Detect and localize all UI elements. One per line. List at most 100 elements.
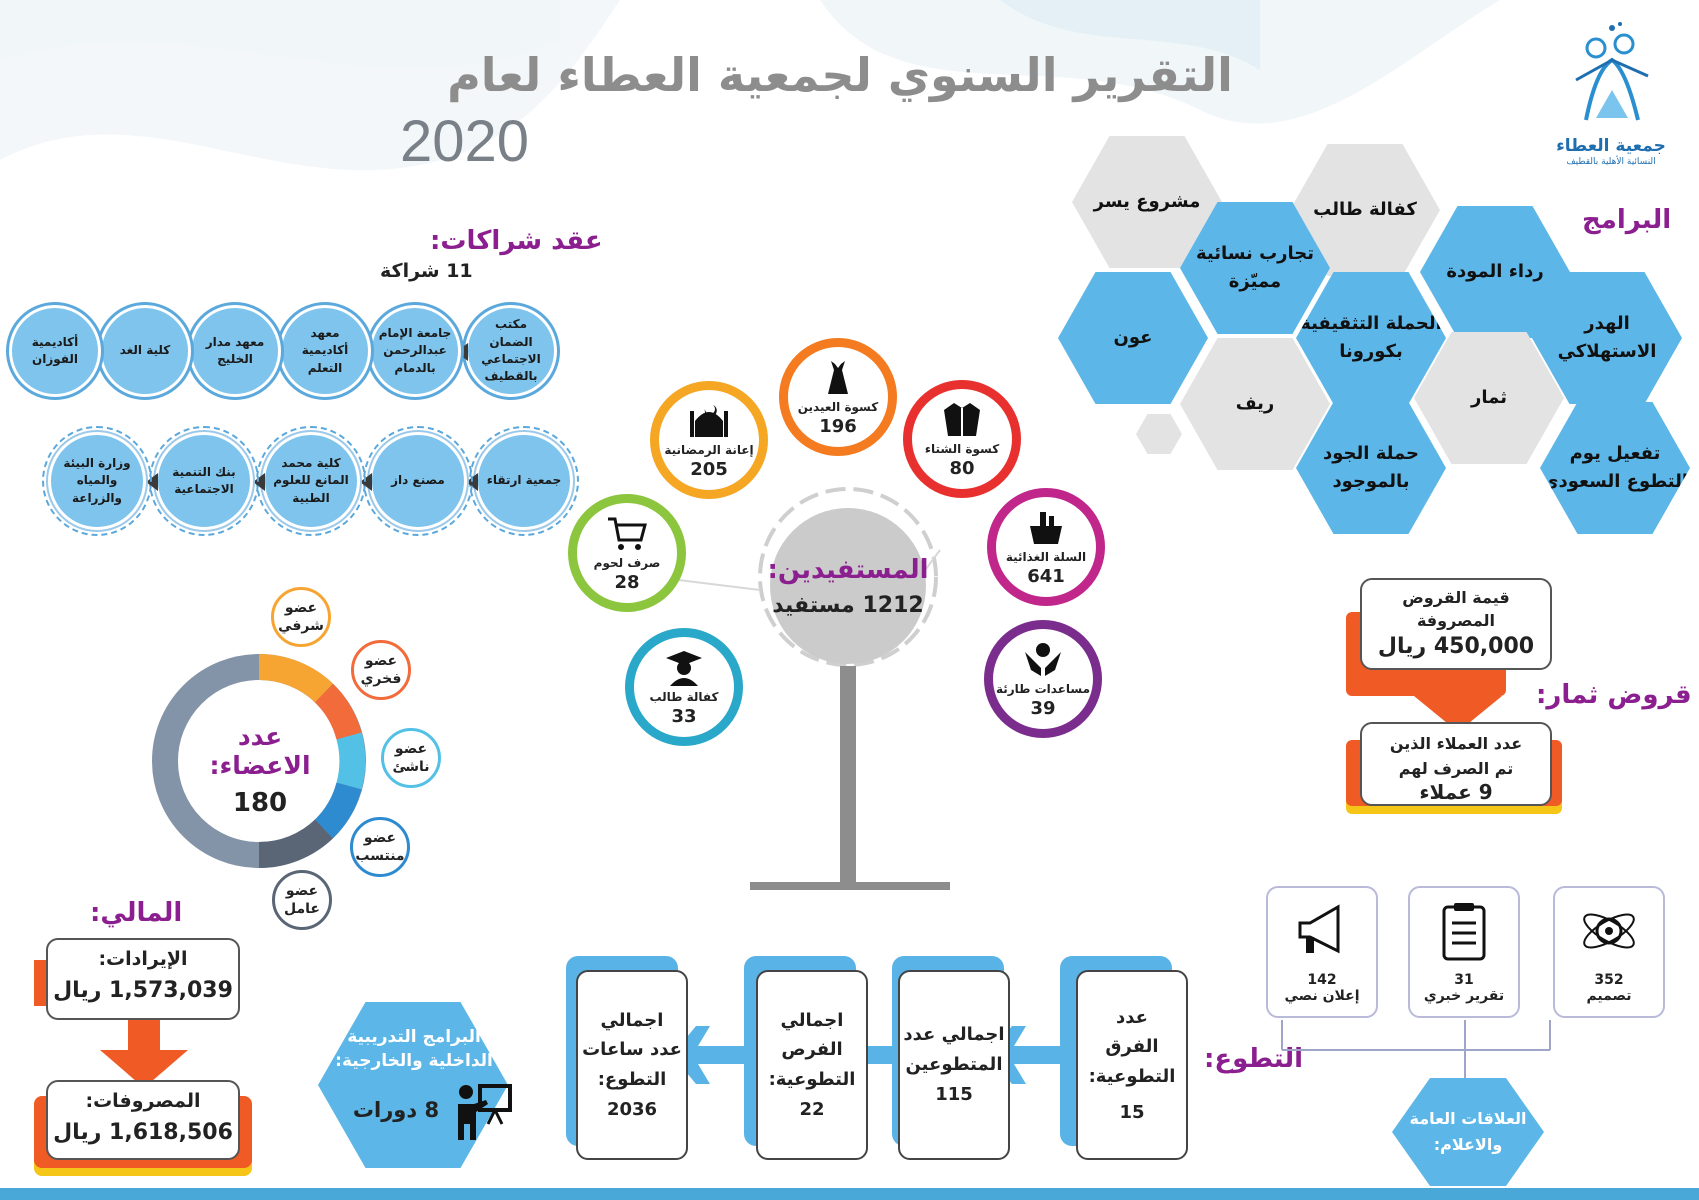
finance-title: المالي: — [90, 898, 183, 928]
revenue-card: الإيرادات: 1,573,039 ريال — [46, 938, 240, 1020]
partner-circle: كلية محمد المانع للعلوم الطبية — [256, 426, 366, 536]
expense-value: 1,618,506 ريال — [53, 1120, 233, 1145]
revenue-label: الإيرادات: — [98, 948, 188, 970]
media-card: 31 تقرير خبري — [1408, 886, 1520, 1018]
dress-icon — [828, 360, 848, 394]
partner-circle: مصنع داز — [363, 426, 473, 536]
arrow-left-icon — [466, 473, 478, 491]
volunteer-label: اجمالي عدد ساعات التطوع: — [582, 1009, 682, 1090]
partnerships-count: 11 شراكة — [380, 260, 473, 282]
partner-circle: وزارة البيئة والمياه والزراعة — [42, 426, 152, 536]
logo-name: جمعية العطاء — [1556, 136, 1666, 156]
graduate-icon — [666, 650, 702, 686]
volunteer-label: اجمالي الفرص التطوعية: — [768, 1009, 856, 1090]
beneficiary-ring: إعانة الرمضانية 205 — [650, 381, 768, 499]
volunteer-label: اجمالي عدد المتطوعين — [903, 1024, 1005, 1076]
members-center: عدد الاعضاء: 180 — [185, 722, 335, 818]
member-type: عضو فخري — [351, 640, 411, 700]
volunteer-value: 2036 — [606, 1098, 658, 1120]
partner-circle: كلية الغد — [99, 305, 191, 397]
beneficiary-value: 196 — [819, 415, 857, 437]
beneficiary-label: مساعدات طارئة — [995, 681, 1091, 696]
training-value: 8 دورات — [352, 1098, 440, 1122]
beneficiaries-total: 1212 مستفيد — [772, 592, 924, 618]
volunteer-value: 15 — [1119, 1101, 1145, 1123]
revenue-value: 1,573,039 ريال — [53, 978, 233, 1003]
member-type: عضو عامل — [272, 870, 332, 930]
beneficiary-value: 641 — [1027, 565, 1065, 587]
beneficiary-value: 80 — [949, 457, 975, 479]
media-label: إعلان نصي — [1284, 987, 1360, 1004]
beneficiary-label: كفالة طالب — [649, 689, 719, 704]
media-label: تقرير خبري — [1423, 987, 1505, 1004]
program-hex: تجارب نسائية مميّزة — [1180, 202, 1330, 334]
volunteer-value: 115 — [935, 1083, 973, 1105]
loans-clients-label: عدد العملاء الذين تم الصرف لهم — [1389, 734, 1523, 778]
arrow-left-icon — [672, 1026, 754, 1084]
beneficiaries-hub: المستفيدين: 1212 مستفيد — [767, 508, 929, 664]
decorative-hex — [1136, 414, 1182, 454]
member-type: عضو شرفي — [271, 587, 331, 647]
program-hex: ريف — [1180, 338, 1330, 470]
beneficiary-label: إعانة الرمضانية — [664, 442, 754, 457]
members-title: عدد الاعضاء: — [209, 722, 311, 780]
members-total: 180 — [232, 788, 288, 818]
media-card: 352 تصميم — [1553, 886, 1665, 1018]
partner-circle: بنك التنمية الاجتماعية — [149, 426, 259, 536]
beneficiary-label: صرف لحوم — [593, 555, 661, 570]
megaphone-icon — [1298, 904, 1340, 954]
beneficiary-ring: مساعدات طارئة 39 — [984, 620, 1102, 738]
beneficiary-label: كسوة العيدين — [797, 399, 879, 414]
arrow-down-icon — [100, 1018, 188, 1088]
programs-title: البرامج — [1582, 205, 1672, 235]
partner-circle: مكتب الضمان الاجتماعي بالقطيف — [465, 305, 557, 397]
report-year: 2020 — [400, 109, 530, 174]
partner-circle: معهد مدار الخليج — [189, 305, 281, 397]
partner-circle: معهد أكاديمية التعلم — [279, 305, 371, 397]
loans-clients-card: عدد العملاء الذين تم الصرف لهم 9 عملاء — [1360, 722, 1552, 806]
members-ring — [152, 653, 366, 869]
design-icon — [1583, 913, 1635, 949]
beneficiary-ring: كفالة طالب 33 — [625, 628, 743, 746]
loans-clients: 9 عملاء — [1419, 779, 1493, 804]
beneficiary-value: 205 — [690, 458, 728, 480]
partner-circle: جمعية ارتقاء — [469, 426, 579, 536]
media-connectors — [1281, 1020, 1551, 1080]
expense-card: المصروفات: 1,618,506 ريال — [46, 1080, 240, 1160]
beneficiary-label: كسوة الشتاء — [924, 441, 1000, 456]
arrow-down-icon — [1414, 668, 1502, 732]
member-type: عضو ناشئ — [381, 728, 441, 788]
expense-label: المصروفات: — [85, 1090, 201, 1112]
media-label: تصميم — [1586, 987, 1632, 1004]
media-title: العلاقات العامة والاعلام: — [1392, 1078, 1544, 1186]
organization-logo — [1575, 22, 1649, 121]
loans-title: قروض ثمار: — [1536, 680, 1692, 710]
partnerships-title: عقد شراكات: — [430, 226, 603, 256]
arrow-left-icon — [146, 473, 158, 491]
beneficiary-value: 28 — [614, 571, 640, 593]
program-hex: تفعيل يوم التطوع السعودي — [1540, 402, 1690, 534]
volunteer-value: 22 — [799, 1098, 825, 1120]
loans-value: 450,000 ريال — [1377, 634, 1535, 660]
basket-icon — [1030, 511, 1062, 544]
loans-value-card: قيمة القروض المصروفة 450,000 ريال — [1360, 578, 1552, 670]
program-hex: حملة الجود بالموجود — [1296, 402, 1446, 534]
beneficiary-ring: كسوة العيدين 196 — [779, 338, 897, 456]
report-title: التقرير السنوي لجمعية العطاء لعام — [447, 48, 1233, 102]
cart-icon — [608, 517, 647, 550]
training-label: البرامج التدريبية الداخلية والخارجية: — [335, 1027, 493, 1071]
partner-circle: جامعة الإمام عبدالرحمن بالدمام — [369, 305, 461, 397]
hands-icon — [1025, 642, 1061, 676]
beneficiary-ring: صرف لحوم 28 — [568, 494, 686, 612]
beneficiary-label: السلة الغذائية — [1005, 549, 1087, 564]
beneficiary-value: 33 — [671, 705, 697, 727]
logo-subtitle: النسائية الأهلية بالقطيف — [1566, 157, 1656, 167]
program-hex: الهدر الاستهلاكي — [1532, 272, 1682, 404]
volunteer-label: عدد الفرق التطوعية: — [1088, 1006, 1176, 1087]
mosque-icon — [690, 404, 728, 437]
beneficiary-value: 39 — [1030, 697, 1056, 719]
program-hex: عون — [1058, 272, 1208, 404]
jacket-icon — [944, 402, 980, 436]
media-value: 352 — [1594, 972, 1624, 989]
loans-value-label: قيمة القروض المصروفة — [1402, 588, 1510, 631]
